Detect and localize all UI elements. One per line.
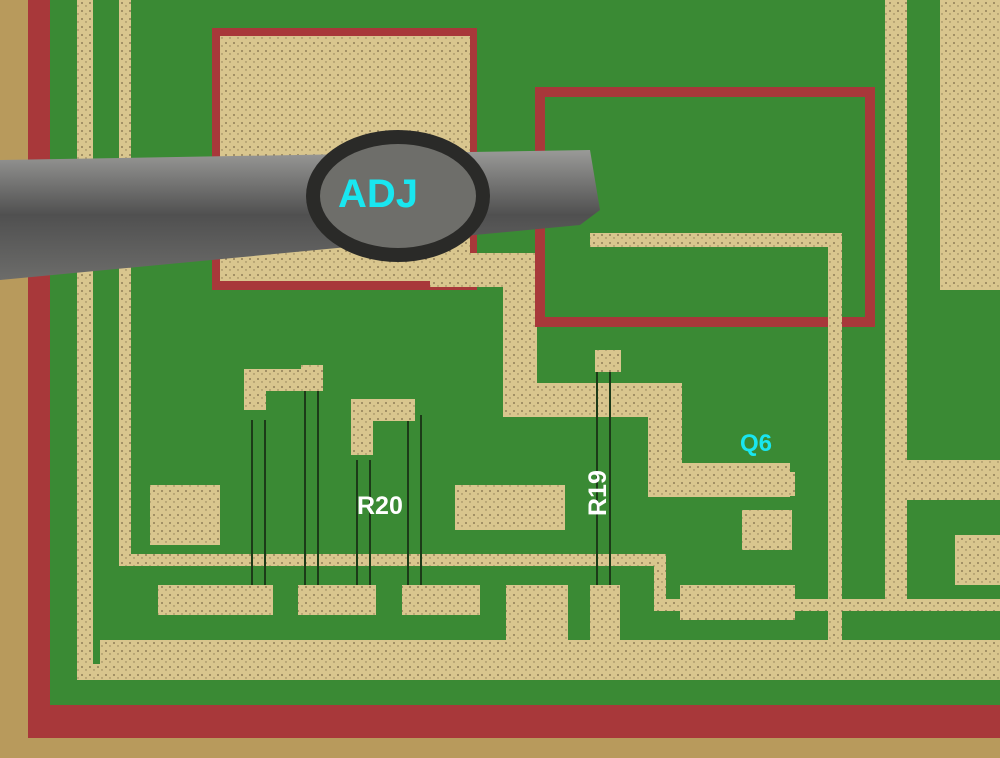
r20-label: R20 <box>357 492 403 520</box>
r19-contact <box>595 350 621 372</box>
ground-bus <box>100 640 1000 674</box>
metal-block <box>905 460 1000 500</box>
adj-pad-label: ADJ <box>338 172 419 216</box>
resistor-contact <box>351 399 415 455</box>
q6-emitter <box>740 472 795 496</box>
q6-base <box>742 510 792 550</box>
adj-trace <box>430 253 790 497</box>
probe-tip-face <box>320 144 476 248</box>
metal-block <box>940 0 1000 290</box>
r19-label: R19 <box>584 470 612 516</box>
resistor-contact <box>150 485 220 545</box>
resistor-contact <box>455 485 565 530</box>
metal-trace-vertical <box>885 0 907 600</box>
bottom-contacts <box>158 585 795 640</box>
resistor-contact <box>244 365 323 410</box>
resistor-lines <box>251 370 611 590</box>
metal-trace-right <box>590 233 842 640</box>
metal-block <box>955 535 1000 585</box>
q6-label: Q6 <box>740 430 773 457</box>
